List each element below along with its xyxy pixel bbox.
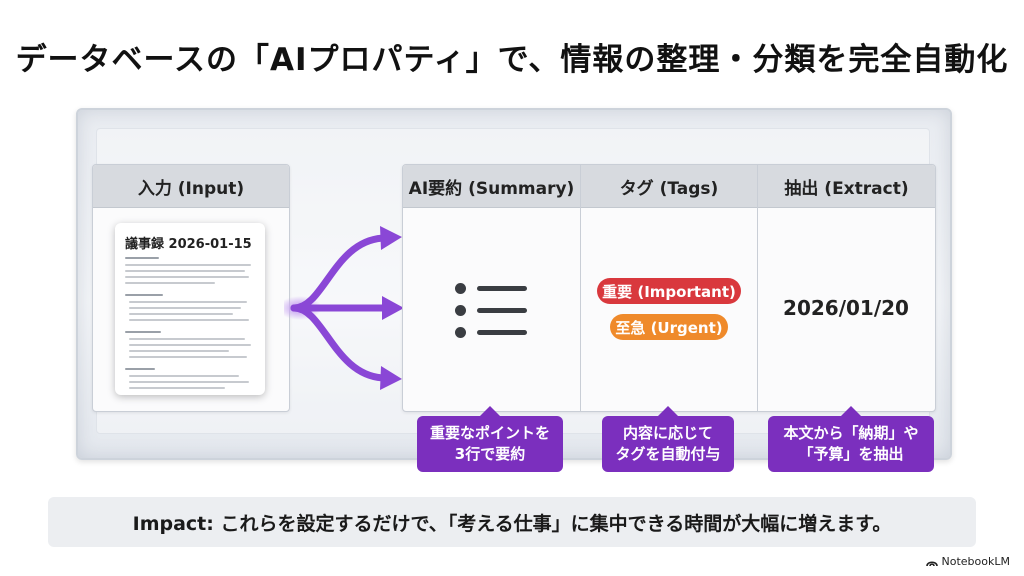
doc-line [129,344,251,346]
callout-extract: 本文から「納期」や「予算」を抽出 [768,406,934,472]
doc-line [129,387,225,389]
doc-line [125,276,249,278]
column-header-extract: 抽出 (Extract) [784,178,909,199]
list-icon [455,283,531,339]
doc-line [129,375,239,377]
doc-line [129,381,249,383]
callout-tags: 内容に応じてタグを自動付与 [602,406,734,472]
doc-line [125,282,215,284]
doc-heading-line [125,294,163,296]
doc-heading-line [125,331,161,333]
doc-line [125,270,245,272]
doc-line [129,301,247,303]
brand-label: NotebookLM [941,555,1010,568]
input-panel: 入力 (Input) 議事録 2026-01-15 [92,164,290,412]
callout-extract-line2: 「予算」を抽出 [798,445,904,463]
impact-banner: Impact: これらを設定するだけで、「考える仕事」に集中できる時間が大幅に増… [48,497,976,547]
column-divider [757,165,758,411]
column-divider [580,165,581,411]
tag-urgent: 至急 (Urgent) [610,314,728,340]
callout-tags-line1: 内容に応じて [622,424,713,442]
extracted-date: 2026/01/20 [783,296,909,320]
doc-line [129,338,245,340]
arrow-bottom-head [380,366,402,390]
callout-extract-line1: 本文から「納期」や [783,424,919,442]
column-header-summary: AI要約 (Summary) [408,178,575,199]
doc-heading-line [125,368,155,370]
page-title: データベースの「AIプロパティ」で、情報の整理・分類を完全自動化 [15,42,1009,78]
callout-summary-line1: 重要なポイントを [429,424,550,442]
callout-summary-line2: 3行で要約 [454,445,526,463]
flow-arrows [284,226,404,390]
meeting-minutes-document: 議事録 2026-01-15 [115,223,265,395]
doc-line [129,350,229,352]
notebooklm-logo-icon [925,560,938,566]
doc-line [125,264,251,266]
callout-tags-line2: タグを自動付与 [615,445,721,463]
doc-heading-line [125,257,159,259]
input-panel-header: 入力 (Input) [93,165,289,208]
arrow-middle-head [382,296,404,320]
arrow-bottom [290,304,388,382]
output-panel-header-bar [403,165,935,208]
doc-line [129,356,247,358]
tag-important: 重要 (Important) [597,278,741,304]
output-panel: AI要約 (Summary) タグ (Tags) 抽出 (Extract) 重要… [402,164,936,412]
doc-line [129,307,241,309]
brand-mark: NotebookLM [925,555,1010,568]
doc-line [129,319,249,321]
arrow-top-head [380,226,402,250]
callout-summary: 重要なポイントを 3行で要約 [417,406,563,472]
column-header-tags: タグ (Tags) [619,178,719,199]
document-title: 議事録 2026-01-15 [125,237,252,252]
doc-line [129,313,233,315]
